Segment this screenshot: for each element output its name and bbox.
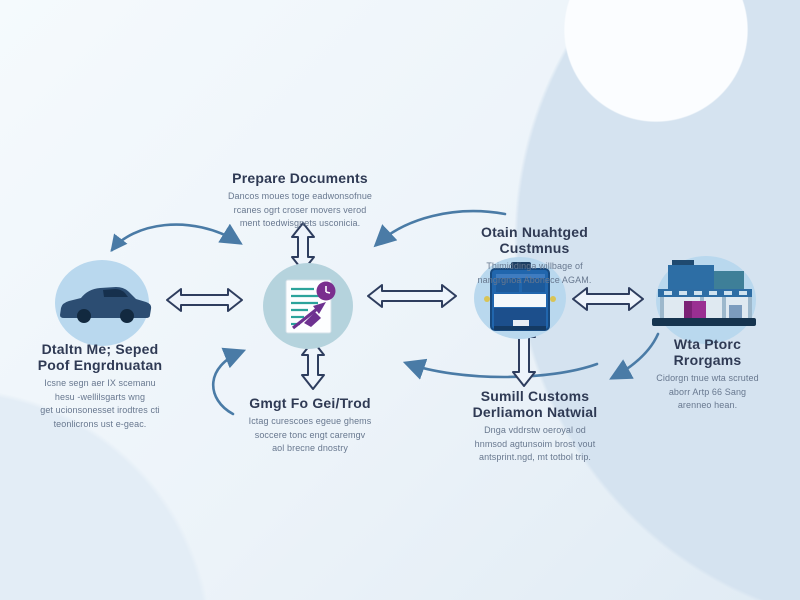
prepare-documents-line: Dancos moues toge eadwonsofnue [227, 191, 373, 201]
truck-icon [484, 262, 556, 331]
prepare-documents-line: rcanes ogrt croser movers verod [233, 204, 367, 215]
goods-prod-line: soccere tonc engt caremgv [254, 429, 366, 440]
submit-customs-line: hnmsod agtunsoim brost vout [474, 438, 596, 449]
curved-arrow-truck-to-documents [373, 209, 507, 248]
submit-customs-line: Dnga vddrstw oeroyal od [484, 425, 586, 435]
double-arrow-documents-truck [367, 284, 457, 308]
obtain-customs-title: Otain Nuahtged [480, 224, 589, 240]
submit-customs-title: Sumill Customs [480, 388, 590, 404]
warehouse-node [652, 256, 756, 344]
label-obtain-customs: Otain Nuahtged Custmnus Thimiddinga will… [437, 224, 632, 286]
label-vehicle-info: Dtaltn Me; Seped Poof Engrdnuatan Icsne … [5, 341, 195, 430]
port-programs-line: arenneo hean. [677, 400, 738, 410]
label-submit-customs: Sumill Customs Derliamon Natwial Dnga vd… [430, 388, 640, 464]
curved-arrow-vehicle-to-documents [110, 223, 243, 253]
obtain-customs-line: Thimiddinga willbage of [486, 261, 583, 271]
port-programs-title: Rrorgams [673, 352, 742, 368]
vehicle-info-title: Dtaltn Me; Seped [41, 341, 159, 357]
goods-prod-title: Gmgt Fo Gei/Trod [249, 395, 371, 411]
vehicle-info-title: Poof Engrdnuatan [37, 357, 163, 373]
submit-customs-title: Derliamon Natwial [472, 404, 598, 420]
car-icon [60, 287, 152, 323]
warehouse-icon [652, 260, 756, 326]
label-goods-prod: Gmgt Fo Gei/Trod Ictag curescoes egeue g… [210, 395, 410, 455]
goods-prod-line: Ictag curescoes egeue ghems [248, 416, 372, 426]
vehicle-info-line: get ucionsonesset irodtres cti [40, 405, 160, 415]
prepare-documents-title: Prepare Documents [232, 170, 368, 186]
vehicle-node [55, 260, 152, 346]
submit-customs-line: antsprint.ngd, mt totbol trip. [478, 452, 592, 462]
documents-node [263, 263, 353, 349]
obtain-customs-line: nangrgnoa Abonece AGAM. [477, 274, 592, 285]
goods-prod-line: aol brecne dnostry [272, 443, 348, 453]
curved-arrow-warehouse-to-submit [609, 332, 660, 380]
vehicle-info-line: Icsne segn aer IX scemanu [44, 378, 156, 388]
curved-arrow-goods-loop [211, 347, 247, 416]
port-programs-line: Cidorgn tnue wta scruted [656, 373, 759, 383]
vehicle-info-line: teonlicrons ust e-geac. [53, 418, 147, 429]
port-programs-line: aborr Artp 66 Sang [668, 386, 747, 397]
document-icon [285, 279, 336, 334]
double-arrow-below-documents [301, 340, 325, 390]
label-prepare-documents: Prepare Documents Dancos moues toge eadw… [185, 170, 415, 230]
double-arrow-truck-warehouse [572, 287, 644, 311]
curved-arrow-submit-to-documents [402, 358, 599, 380]
vehicle-info-line: hesu -wellilsgarts wng [54, 391, 146, 402]
obtain-customs-title: Custmnus [499, 240, 570, 256]
customs-truck-node [474, 257, 566, 339]
prepare-documents-line: ment toedwisgnets usconicia. [239, 218, 361, 228]
label-port-programs: Wta Ptorc Rrorgams Cidorgn tnue wta scru… [615, 336, 800, 412]
port-programs-title: Wta Ptorc [673, 336, 742, 352]
double-arrow-vehicle-documents [166, 288, 243, 312]
